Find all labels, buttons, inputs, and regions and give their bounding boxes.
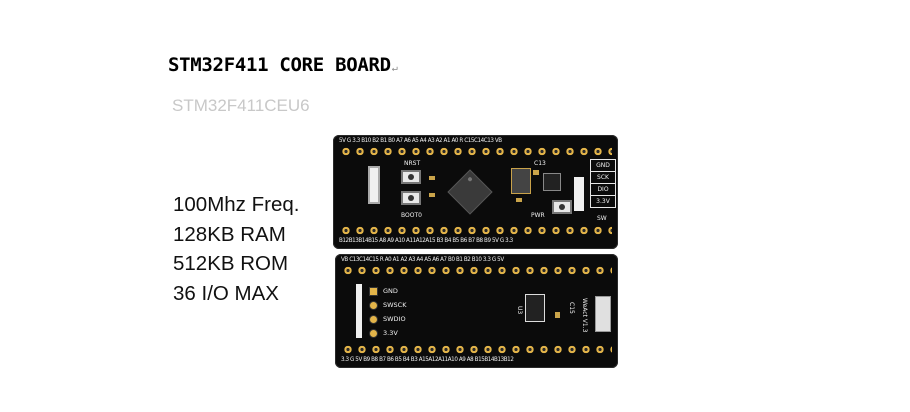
capacitor bbox=[429, 193, 435, 197]
swd-sck-label: SCK bbox=[591, 172, 615, 184]
spec-io: 36 I/O MAX bbox=[173, 281, 279, 305]
front-bottom-pin-header bbox=[339, 226, 612, 235]
boot0-label: BOOT0 bbox=[401, 212, 422, 219]
pad-icon bbox=[369, 314, 378, 324]
back-top-pin-labels: VB C13C14C15 R A0 A1 A2 A3 A4 A5 A6 A7 B… bbox=[341, 256, 504, 263]
pad-icon bbox=[369, 286, 378, 296]
usb-connector bbox=[368, 166, 380, 204]
spec-rom: 512KB ROM bbox=[173, 252, 289, 275]
swd-connector bbox=[574, 177, 584, 211]
board-front-image: 5V G 3.3 B10 B2 B1 B0 A7 A6 A5 A4 A3 A2 … bbox=[333, 135, 618, 249]
pwr-button bbox=[552, 200, 572, 214]
capacitor bbox=[555, 312, 560, 318]
page-title: STM32F411 CORE BOARD↵ bbox=[168, 54, 398, 76]
chip-model: STM32F411CEU6 bbox=[172, 96, 310, 115]
swd-dio-label: DIO bbox=[591, 184, 615, 196]
legend-row-swsck: SWSCK bbox=[369, 298, 406, 312]
c13-label: C13 bbox=[534, 160, 546, 167]
front-top-pin-header bbox=[339, 147, 612, 156]
connector-footprint bbox=[595, 296, 611, 332]
crystal bbox=[511, 168, 531, 194]
legend-row-swdio: SWDIO bbox=[369, 312, 406, 326]
pin1-marker bbox=[467, 176, 473, 183]
capacitor bbox=[429, 176, 435, 180]
board-back-image: VB C13C14C15 R A0 A1 A2 A3 A4 A5 A6 A7 B… bbox=[335, 254, 618, 368]
front-bottom-pin-labels: B12B13B14B15 A8 A9 A10 A11A12A15 B3 B4 B… bbox=[339, 237, 513, 244]
swd-legend: GND SWSCK SWDIO 3.3V bbox=[369, 284, 406, 340]
pwr-label: PWR bbox=[531, 212, 545, 219]
swd-3v3-label: 3.3V bbox=[596, 198, 610, 205]
return-mark-icon: ↵ bbox=[391, 63, 398, 74]
back-bottom-pin-header bbox=[341, 345, 612, 354]
swd-label-box: GND SCK DIO 3.3V bbox=[590, 159, 616, 208]
back-top-pin-header bbox=[341, 266, 612, 275]
u3-label: U3 bbox=[516, 306, 523, 315]
spec-frequency: 100Mhz Freq. bbox=[173, 193, 300, 216]
nrst-label: NRST bbox=[404, 160, 421, 167]
sw-label: SW bbox=[597, 215, 607, 222]
pad-icon bbox=[369, 328, 378, 338]
title-text: STM32F411 CORE BOARD bbox=[168, 54, 391, 76]
pad-icon bbox=[369, 300, 378, 310]
legend-row-gnd: GND bbox=[369, 284, 406, 298]
mcu-chip bbox=[447, 169, 493, 215]
u3-chip bbox=[525, 294, 545, 322]
reset-button bbox=[401, 170, 421, 184]
usb-footprint bbox=[356, 284, 362, 338]
c15-label: C15 bbox=[568, 302, 575, 314]
regulator bbox=[543, 173, 561, 191]
spec-ram: 128KB RAM bbox=[173, 222, 286, 246]
resistor bbox=[516, 198, 522, 202]
boot0-button bbox=[401, 191, 421, 205]
weact-label: WeAct V1.3 bbox=[581, 298, 588, 333]
swd-gnd-label: GND bbox=[591, 160, 615, 172]
led bbox=[533, 170, 539, 175]
legend-row-3v3: 3.3V bbox=[369, 326, 406, 340]
spec-list: 100Mhz Freq. 128KB RAM 512KB ROM 36 I/O … bbox=[173, 190, 299, 308]
back-bottom-pin-labels: 3.3 G 5V B9 B8 B7 B6 B5 B4 B3 A15A12A11A… bbox=[341, 356, 514, 363]
front-top-pin-labels: 5V G 3.3 B10 B2 B1 B0 A7 A6 A5 A4 A3 A2 … bbox=[339, 137, 502, 144]
